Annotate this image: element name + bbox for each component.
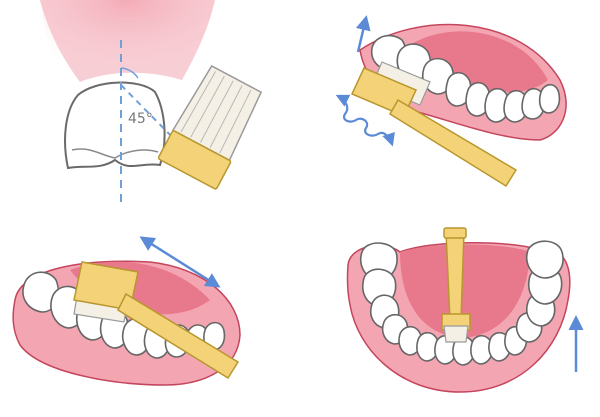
palate [400,244,530,338]
wavy-arrow [335,94,395,147]
palate [410,31,548,92]
toothbrush [157,64,263,190]
angled-guide-line [120,84,186,151]
tooth [538,83,561,114]
arch-teeth [360,240,564,366]
tooth [470,334,494,365]
brush-head-top [443,227,467,239]
toothbrush [350,61,518,188]
toothbrush [73,261,240,380]
gum-tissue-top [40,0,215,82]
brush-handle [157,130,232,190]
angle-label: 45° [128,111,153,127]
panel-back-and-forth [12,236,241,386]
double-arrow [139,236,221,288]
up-arrow [355,15,371,53]
brush-handle [445,231,465,321]
tooth-fissure [71,148,159,159]
panel-inner-front-teeth [346,227,584,393]
tooth [526,240,564,279]
angle-arc [120,67,139,79]
panel-tilt-45: 45° [40,0,263,208]
brush-handle [117,292,240,380]
upper-teeth-row [370,34,561,123]
tooth [521,87,546,120]
panel-outer-surface-strokes [335,15,567,188]
bristles [443,325,469,343]
toothbrush [441,227,471,343]
